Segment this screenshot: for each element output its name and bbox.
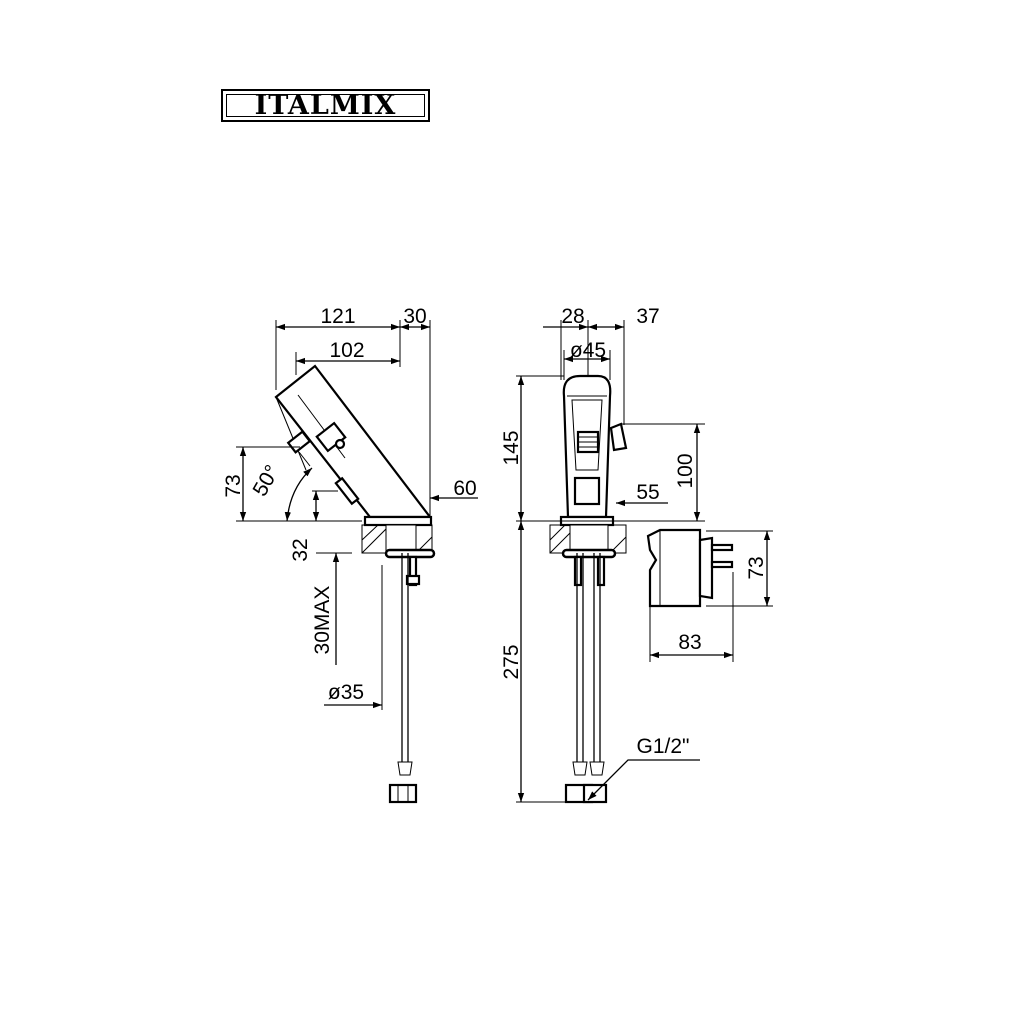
front-rod-left bbox=[573, 555, 583, 587]
front-side-lever bbox=[609, 422, 628, 452]
dim-label-100: 100 bbox=[674, 453, 697, 488]
side-rod-nut bbox=[405, 574, 421, 586]
front-hatch-1 bbox=[549, 524, 566, 541]
side-hose-nut bbox=[388, 783, 418, 804]
side-view: 121 30 102 73 50° 60 32 30MAX ø35 bbox=[222, 305, 478, 804]
front-view: 28 37 ø45 145 100 55 275 G1/2" bbox=[500, 305, 705, 804]
leader-g12 bbox=[587, 759, 700, 801]
dim-label-102: 102 bbox=[329, 339, 364, 362]
front-rod-right bbox=[596, 555, 606, 587]
brand-logo: ITALMIX bbox=[221, 89, 430, 122]
dim-label-g12: G1/2" bbox=[637, 735, 690, 758]
front-washer bbox=[561, 548, 617, 559]
adapter-pin-bottom bbox=[710, 560, 734, 569]
dim-label-145: 145 bbox=[500, 430, 523, 465]
adapter-plug-base bbox=[698, 536, 714, 600]
dim-label-121: 121 bbox=[320, 305, 355, 328]
dim-label-30max: 30MAX bbox=[311, 586, 334, 655]
side-hose-crimp bbox=[397, 761, 413, 776]
adapter-pin-top bbox=[710, 543, 734, 552]
dim-label-55: 55 bbox=[636, 481, 659, 504]
side-sensor-dot bbox=[334, 438, 346, 450]
front-mount-hole bbox=[569, 524, 609, 554]
dim-label-73-adapter: 73 bbox=[745, 556, 768, 579]
power-adapter-view: 73 83 bbox=[646, 528, 773, 662]
logo-inner-border bbox=[226, 94, 425, 117]
side-outlet-line bbox=[298, 451, 311, 467]
dim-label-275: 275 bbox=[500, 644, 523, 679]
front-lower-body bbox=[573, 476, 601, 506]
adapter-body bbox=[646, 528, 702, 608]
dim-label-83: 83 bbox=[678, 631, 701, 654]
dim-label-73-side: 73 bbox=[222, 474, 245, 497]
side-hatch-2 bbox=[361, 524, 391, 554]
logo-text: ITALMIX bbox=[254, 90, 397, 121]
side-body-slot bbox=[334, 476, 360, 506]
front-body-face bbox=[571, 399, 603, 471]
dim-label-angle: 50° bbox=[248, 461, 284, 500]
side-hatch-1 bbox=[361, 524, 379, 541]
front-crimp-2 bbox=[589, 761, 605, 776]
dim-label-30: 30 bbox=[403, 305, 426, 328]
dim-label-32: 32 bbox=[289, 538, 312, 561]
dim-label-28: 28 bbox=[561, 305, 584, 328]
side-base-plate bbox=[363, 515, 433, 527]
dim-label-35: ø35 bbox=[328, 681, 364, 704]
dim-label-d45: ø45 bbox=[570, 339, 606, 362]
front-crimp-1 bbox=[572, 761, 588, 776]
side-spout-underside bbox=[275, 396, 307, 471]
dim-label-37: 37 bbox=[636, 305, 659, 328]
dim-label-60: 60 bbox=[453, 477, 476, 500]
dim-arc-50 bbox=[284, 467, 313, 522]
